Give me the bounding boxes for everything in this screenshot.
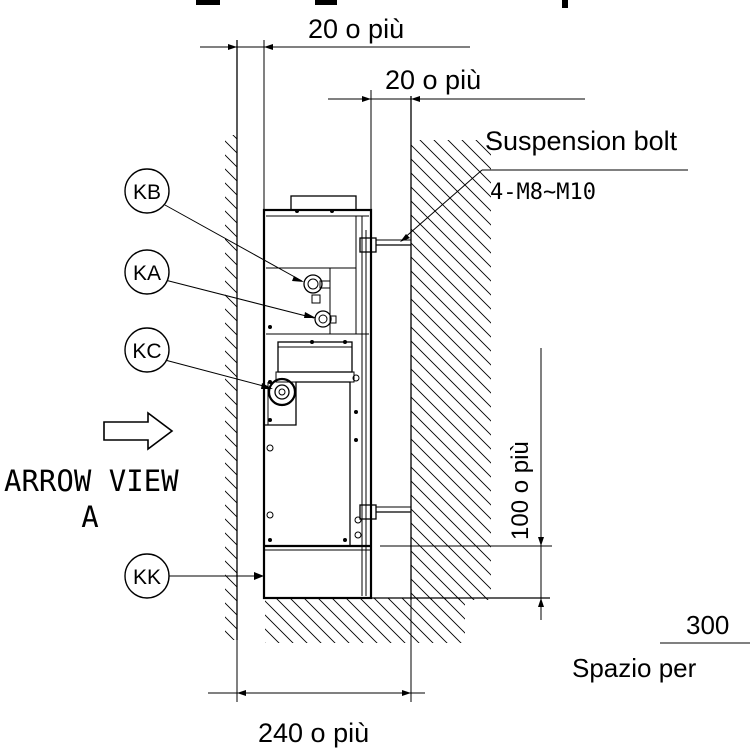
dim-240-label: 240 o più [258,718,369,748]
right-wall [410,96,491,600]
kc-fitting [267,377,297,407]
callout-ka: KA [124,249,316,319]
callout-kk: KK [124,553,264,599]
dimension-top-right: 20 o più [328,65,585,210]
header-fragments [196,0,568,8]
ka-fitting [314,310,337,328]
suspension-bolt-callout: Suspension bolt 4-M8~M10 [400,126,688,242]
right-annotation: 300 Spazio per [572,610,750,683]
suspension-bolt-lower [359,504,411,520]
arrow-view-line2: A [81,500,98,534]
callout-kc: KC [124,327,273,389]
dim-100-label: 100 o più [507,441,534,540]
arrow-view-indicator: ARROW VIEW A [4,411,179,534]
callout-kb-label: KB [133,181,161,204]
suspension-bolt-spec: 4-M8~M10 [490,180,596,205]
suspension-bolt-upper [359,237,411,253]
dimension-vertical: 100 o più [380,348,552,620]
callout-kb: KB [124,168,304,282]
floor-slab [265,597,550,643]
kb-fitting [303,274,331,304]
dimension-top-left: 20 o più [200,14,470,210]
dim-20-right-label: 20 o più [385,65,481,95]
suspension-bolt-label: Suspension bolt [485,126,678,156]
view-arrow-icon [103,411,174,451]
arrow-view-line1: ARROW VIEW [4,464,179,498]
dim-20-left-label: 20 o più [308,14,404,44]
dimension-bottom: 240 o più [208,600,425,748]
unit-body [262,195,373,600]
right-value-label: 300 [686,610,729,640]
callout-ka-label: KA [133,262,161,285]
pipe-connections [267,237,411,520]
right-space-label: Spazio per [572,653,697,683]
callout-kc-label: KC [132,340,161,363]
callout-kk-label: KK [133,566,161,589]
left-wall [225,40,238,640]
